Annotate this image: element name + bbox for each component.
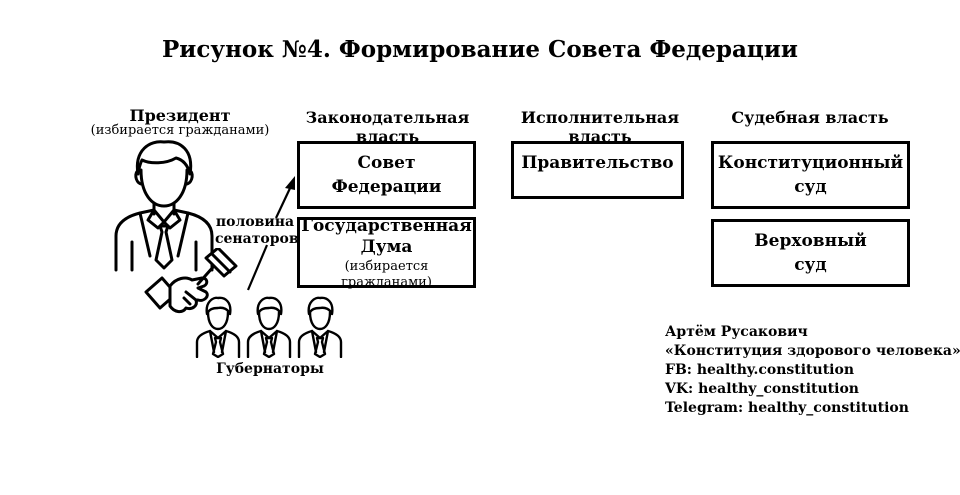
credits-author: Артём Русакович [665,324,808,340]
credits-fb: FB: healthy.constitution [665,362,854,378]
federation-council-line2: Федерации [331,177,442,197]
state-duma-line1: Государственная [301,216,472,236]
state-duma-box: Государственная Дума (избирается граждан… [297,216,476,290]
president-header: Президент (избирается гражданами) [80,106,280,138]
constitutional-court-line2: суд [794,177,827,197]
supreme-court-line2: суд [794,255,827,275]
judicial-header: Судебная власть [731,108,889,127]
governor-icon [246,296,292,358]
governor-icon [195,296,241,358]
supreme-court-line1: Верховный [754,231,867,251]
state-duma-note: (избирается гражданами) [341,259,432,290]
governor-icon [297,296,343,358]
state-duma-line2: Дума [360,237,413,257]
government-box: Правительство [511,141,684,199]
gavel-hand-icon [144,248,238,314]
president-icon [114,140,214,272]
half-senators-label: половина сенаторов [215,214,299,248]
credits-vk: VK: healthy_constitution [665,381,859,397]
constitutional-court-box: Конституционный суд [711,141,910,209]
federation-council-line1: Совет [357,153,416,173]
credits-project: «Конституция здорового человека» [665,343,960,359]
federation-council-box: Совет Федерации [297,141,476,209]
president-note: (избирается гражданами) [90,123,270,138]
arrow-icon [246,176,295,291]
supreme-court-box: Верховный суд [711,219,910,287]
half-senators-line2: сенаторов [215,231,299,247]
government-line1: Правительство [521,153,674,173]
half-senators-line1: половина [215,214,295,230]
credits-telegram: Telegram: healthy_constitution [665,400,909,416]
president-label: Президент [129,106,231,125]
constitutional-court-line1: Конституционный [717,153,904,173]
page-title: Рисунок №4. Формирование Совета Федераци… [162,36,798,63]
governors-label: Губернаторы [216,361,324,377]
credits: Артём Русакович «Конституция здорового ч… [665,323,960,418]
